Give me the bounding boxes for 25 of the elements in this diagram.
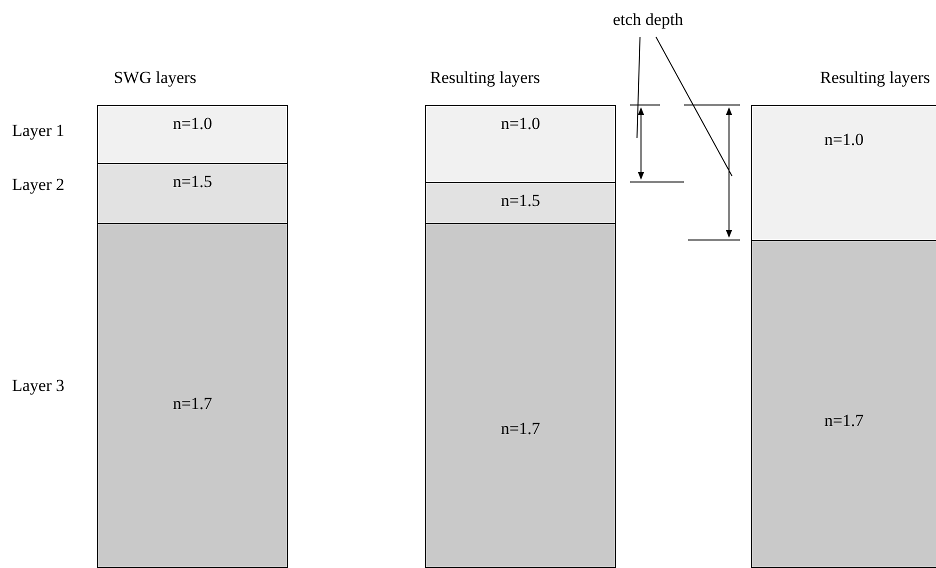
layer-label: Layer 3	[12, 376, 64, 396]
layer-block	[425, 182, 616, 224]
refractive-index: n=1.0	[824, 130, 864, 151]
refractive-index: n=1.7	[824, 411, 864, 432]
layer-block	[751, 105, 936, 241]
annotation-text: etch depth	[608, 10, 688, 32]
layer-label: Layer 2	[12, 175, 64, 195]
layer-block	[97, 105, 288, 164]
layer-block	[425, 105, 616, 183]
leader-line	[656, 36, 732, 176]
refractive-index: n=1.5	[172, 172, 212, 193]
column-heading: Resulting layers	[430, 68, 540, 88]
layer-label: Layer 1	[12, 121, 64, 141]
refractive-index: n=1.7	[172, 394, 212, 415]
column-heading: Resulting layers	[820, 68, 930, 88]
refractive-index: n=1.5	[500, 191, 540, 212]
refractive-index: n=1.0	[500, 114, 540, 135]
refractive-index: n=1.7	[500, 419, 540, 440]
leader-line	[636, 36, 640, 138]
layer-block	[97, 223, 288, 568]
layer-block	[751, 240, 936, 568]
refractive-index: n=1.0	[172, 114, 212, 135]
column-heading: SWG layers	[114, 68, 196, 88]
layer-block	[425, 223, 616, 568]
layer-block	[97, 163, 288, 224]
